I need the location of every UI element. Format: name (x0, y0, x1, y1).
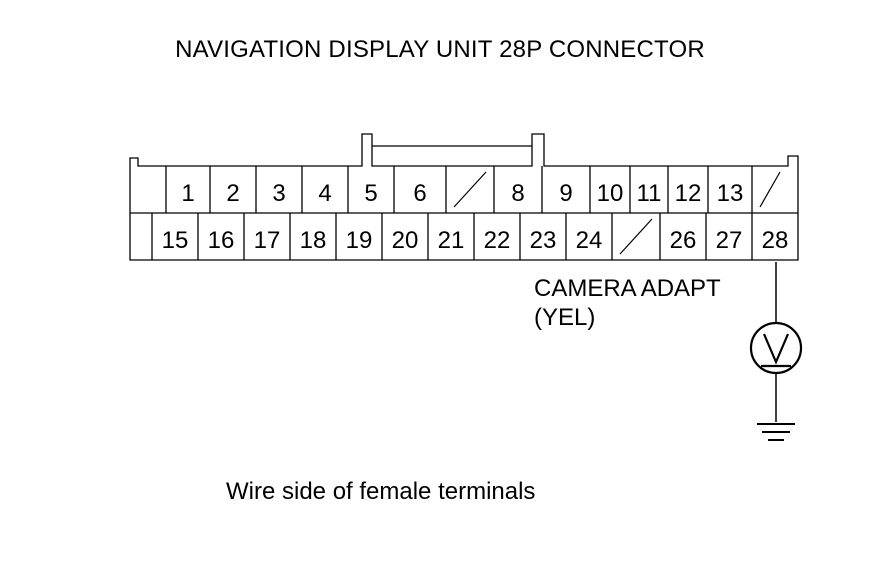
terminal-1: 1 (181, 180, 194, 207)
wire-label: CAMERA ADAPT (YEL) (534, 274, 721, 332)
terminal-16: 16 (208, 227, 235, 254)
terminal-21: 21 (438, 227, 465, 254)
voltmeter-icon (749, 321, 803, 375)
terminal-17: 17 (254, 227, 281, 254)
terminal-23: 23 (530, 227, 557, 254)
terminal-9: 9 (559, 180, 572, 207)
terminal-27: 27 (716, 227, 743, 254)
empty-cavity-mark (619, 218, 653, 255)
terminal-22: 22 (484, 227, 511, 254)
terminal-20: 20 (392, 227, 419, 254)
empty-cavity-mark (453, 171, 487, 208)
ground-icon (757, 423, 795, 441)
terminal-8: 8 (511, 180, 524, 207)
terminal-12: 12 (675, 180, 702, 207)
diagram-title: NAVIGATION DISPLAY UNIT 28P CONNECTOR (175, 36, 705, 63)
connector-housing (129, 133, 799, 261)
terminal-13: 13 (717, 180, 744, 207)
terminal-6: 6 (413, 180, 426, 207)
terminal-19: 19 (346, 227, 373, 254)
terminal-11: 11 (637, 180, 662, 207)
wire-label-name: CAMERA ADAPT (534, 275, 721, 302)
terminal-24: 24 (576, 227, 603, 254)
terminal-4: 4 (318, 180, 331, 207)
wire-label-color: (YEL) (534, 304, 596, 331)
terminal-15: 15 (162, 227, 189, 254)
terminal-2: 2 (226, 180, 239, 207)
terminal-26: 26 (670, 227, 697, 254)
diagram-caption: Wire side of female terminals (226, 478, 536, 505)
terminal-28: 28 (762, 227, 789, 254)
terminal-10: 10 (597, 180, 624, 207)
empty-cavity-mark (759, 171, 781, 208)
terminal-18: 18 (300, 227, 327, 254)
terminal-3: 3 (272, 180, 285, 207)
terminal-5: 5 (364, 180, 377, 207)
